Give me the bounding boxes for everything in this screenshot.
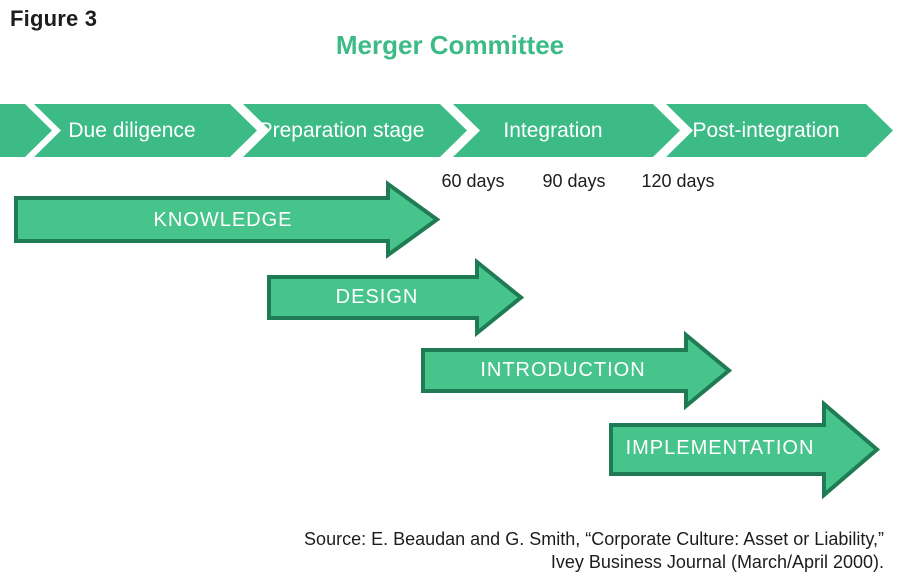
phase-label-design: DESIGN <box>335 286 419 308</box>
source-citation-line1: Source: E. Beaudan and G. Smith, “Corpor… <box>304 529 884 549</box>
phase-label-implementation: IMPLEMENTATION <box>625 437 815 459</box>
diagram-title: Merger Committee <box>335 30 565 60</box>
phase-label-introduction: INTRODUCTION <box>480 359 646 381</box>
stage-label-due-diligence: Due diligence <box>68 119 196 142</box>
figure-label: Figure 3 <box>10 6 98 31</box>
phase-label-knowledge: KNOWLEDGE <box>153 209 293 231</box>
timeline-marker-120-days: 120 days <box>641 171 715 191</box>
timeline-marker-90-days: 90 days <box>542 171 606 191</box>
stage-label-post-integration: Post-integration <box>692 119 840 142</box>
stage-label-integration: Integration <box>503 119 603 142</box>
stage-label-preparation: Preparation stage <box>258 119 425 142</box>
timeline-marker-60-days: 60 days <box>441 171 505 191</box>
source-citation: Source: E. Beaudan and G. Smith, “Corpor… <box>304 528 884 574</box>
source-citation-line2: Ivey Business Journal (March/April 2000)… <box>550 552 884 572</box>
